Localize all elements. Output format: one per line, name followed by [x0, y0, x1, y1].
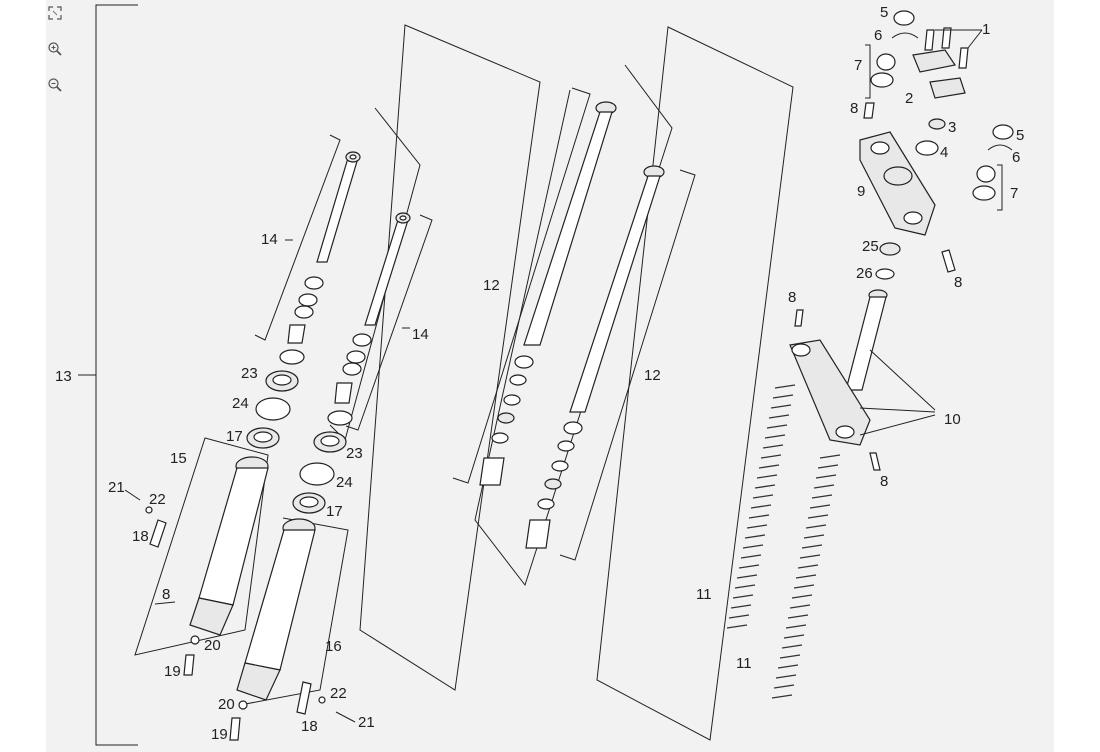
- label-22b: 22: [330, 685, 347, 702]
- label-25: 25: [862, 238, 879, 255]
- label-5a: 5: [880, 4, 888, 21]
- label-19b: 19: [211, 726, 228, 743]
- label-8d: 8: [880, 473, 888, 490]
- label-8e: 8: [162, 586, 170, 603]
- lower-slider-left: [134, 437, 269, 656]
- label-18b: 18: [301, 718, 318, 735]
- fork-tube-right: [364, 212, 411, 326]
- label-1: 1: [982, 21, 990, 38]
- upper-clamp: [859, 102, 956, 280]
- label-23a: 23: [241, 365, 258, 382]
- small-rings-right: [327, 333, 372, 426]
- handlebar-clamps: [865, 10, 1014, 211]
- label-8b: 8: [954, 274, 962, 291]
- label-10: 10: [944, 411, 961, 428]
- seals-left: [246, 370, 299, 449]
- label-7b: 7: [1010, 185, 1018, 202]
- bracket-13: [78, 4, 138, 746]
- label-24b: 24: [336, 474, 353, 491]
- label-11a: 11: [696, 586, 712, 603]
- label-23b: 23: [346, 445, 363, 462]
- label-19a: 19: [164, 663, 181, 680]
- label-20b: 20: [218, 696, 235, 713]
- label-14a: 14: [261, 231, 278, 248]
- inner-tube-right: [525, 165, 696, 561]
- label-6a: 6: [874, 27, 882, 44]
- steering-stem: [789, 289, 936, 471]
- label-24a: 24: [232, 395, 249, 412]
- part-labels: 1 2 3 4 5 5 6 6 7 7 8 8 8 8 8 9 10 11 11…: [55, 4, 1024, 743]
- label-7a: 7: [854, 57, 862, 74]
- label-26: 26: [856, 265, 873, 282]
- label-17b: 17: [326, 503, 343, 520]
- label-16: 16: [325, 638, 342, 655]
- viewer-toolbar: [44, 2, 68, 110]
- label-21a: 21: [108, 479, 125, 496]
- label-12a: 12: [483, 277, 500, 294]
- seals-right: [292, 431, 347, 514]
- label-11b: 11: [736, 655, 752, 672]
- label-5b: 5: [1016, 127, 1024, 144]
- fork-tube-left: [316, 151, 361, 263]
- small-rings-left: [279, 276, 324, 365]
- zoom-out-button[interactable]: [44, 74, 66, 96]
- label-4: 4: [940, 144, 948, 161]
- label-17a: 17: [226, 428, 243, 445]
- fullscreen-button[interactable]: [44, 2, 66, 24]
- label-15: 15: [170, 450, 187, 467]
- fullscreen-icon: [48, 6, 62, 20]
- spring-right: [771, 454, 841, 699]
- zoom-in-icon: [48, 42, 62, 56]
- spring-left: [726, 384, 796, 629]
- small-hardware-right: [229, 681, 356, 741]
- label-20a: 20: [204, 637, 221, 654]
- label-12b: 12: [644, 367, 661, 384]
- label-2: 2: [905, 90, 913, 107]
- label-14b: 14: [412, 326, 429, 343]
- label-21b: 21: [358, 714, 375, 731]
- label-18a: 18: [132, 528, 149, 545]
- label-6b: 6: [1012, 149, 1020, 166]
- label-13: 13: [55, 368, 72, 385]
- zoom-in-button[interactable]: [44, 38, 66, 60]
- label-3: 3: [948, 119, 956, 136]
- label-8a: 8: [850, 100, 858, 117]
- small-hardware-left: [124, 489, 200, 676]
- lower-slider-right: [236, 517, 349, 706]
- label-8c: 8: [788, 289, 796, 306]
- label-9: 9: [857, 183, 865, 200]
- zoom-out-icon: [48, 78, 62, 92]
- inner-tube-left: [452, 87, 617, 486]
- label-22a: 22: [149, 491, 166, 508]
- group-outlines: [329, 24, 794, 741]
